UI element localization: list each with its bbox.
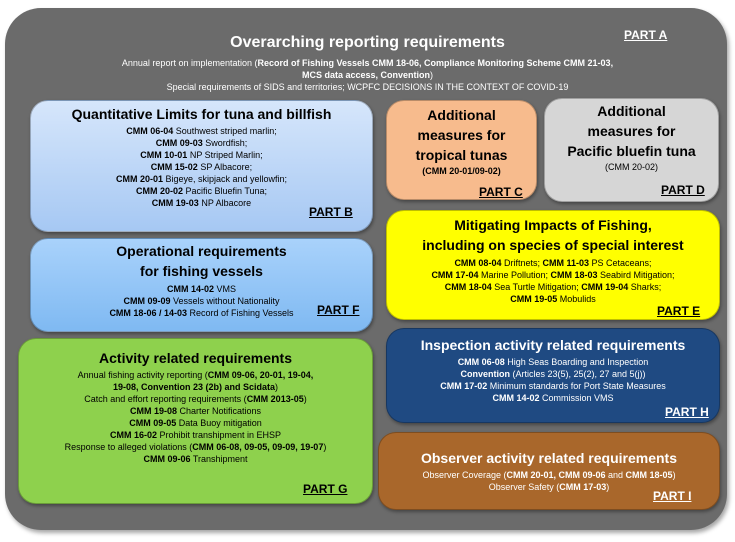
part-e-line-1: CMM 08-04 Driftnets; CMM 11-03 PS Cetace… [454, 258, 652, 268]
part-b-line: CMM 09-03 Swordfish; [31, 137, 372, 149]
part-c-box: Additional measures for tropical tunas (… [386, 100, 537, 200]
part-b-code: CMM 19-03 [151, 198, 199, 208]
part-g-line-6: CMM 16-02 Prohibit transhipment in EHSP [109, 430, 282, 440]
part-b-desc: NP Striped Marlin; [187, 150, 263, 160]
part-f-title-1: Operational requirements [116, 243, 287, 259]
part-g-line-1: Annual fishing activity reporting (CMM 0… [77, 370, 314, 380]
part-f-line: CMM 14-02 VMS [31, 283, 372, 295]
part-d-title-2: measures for [587, 123, 676, 139]
part-e-title-2: including on species of special interest [422, 237, 684, 253]
part-d-subtitle: (CMM 20-02) [604, 162, 658, 172]
part-h-line-4: CMM 14-02 Commission VMS [492, 393, 614, 403]
part-b-code: CMM 06-04 [126, 126, 174, 136]
part-d-title-3: Pacific bluefin tuna [567, 143, 696, 159]
part-f-code: CMM 18-06 / 14-03 [109, 308, 187, 318]
part-f-desc: Record of Fishing Vessels [186, 308, 294, 318]
part-c-title-1: Additional [427, 107, 496, 123]
part-f-line: CMM 18-06 / 14-03 Record of Fishing Vess… [31, 307, 372, 319]
part-c-label: PART C [479, 185, 523, 199]
part-i-title: Observer activity related requirements [420, 450, 677, 466]
part-a-label: PART A [624, 28, 668, 42]
part-b-code: CMM 09-03 [155, 138, 203, 148]
overarching-line-1: Annual report on implementation (Record … [121, 58, 614, 68]
part-e-line-2: CMM 17-04 Marine Pollution; CMM 18-03 Se… [431, 270, 675, 280]
part-b-title: Quantitative Limits for tuna and billfis… [71, 106, 332, 122]
part-f-code: CMM 14-02 [166, 284, 214, 294]
part-b-code: CMM 20-01 [115, 174, 163, 184]
part-b-line: CMM 19-03 NP Albacore [31, 197, 372, 209]
part-f-line: CMM 09-09 Vessels without Nationality [31, 295, 372, 307]
part-g-line-4: CMM 19-08 Charter Notifications [129, 406, 262, 416]
part-h-label: PART H [665, 405, 709, 419]
part-d-label: PART D [661, 183, 705, 197]
part-i-box: Observer activity related requirements O… [378, 432, 720, 510]
part-b-box: Quantitative Limits for tuna and billfis… [30, 100, 373, 232]
part-e-list: CMM 08-04 Driftnets; CMM 11-03 PS Cetace… [387, 257, 719, 305]
part-f-box: Operational requirements for fishing ves… [30, 238, 373, 332]
part-e-line-4: CMM 19-05 Mobulids [510, 294, 596, 304]
part-h-line-2: Convention (Articles 23(5), 25(2), 27 an… [460, 369, 646, 379]
part-i-label: PART I [653, 489, 692, 503]
part-b-label: PART B [309, 205, 353, 219]
part-b-code: CMM 20-02 [135, 186, 183, 196]
part-g-line-3: Catch and effort reporting requirements … [84, 394, 307, 404]
part-g-label: PART G [303, 482, 348, 496]
part-b-desc: Swordfish; [202, 138, 248, 148]
part-h-list: CMM 06-08 High Seas Boarding and Inspect… [387, 356, 719, 404]
part-e-line-3: CMM 18-04 Sea Turtle Mitigation; CMM 19-… [444, 282, 662, 292]
part-d-box: Additional measures for Pacific bluefin … [544, 98, 719, 202]
part-e-box: Mitigating Impacts of Fishing, including… [386, 210, 720, 320]
part-e-label: PART E [657, 304, 701, 318]
part-b-line: CMM 06-04 Southwest striped marlin; [31, 125, 372, 137]
part-b-line: CMM 15-02 SP Albacore; [31, 161, 372, 173]
part-f-desc: VMS [214, 284, 237, 294]
part-g-list: Annual fishing activity reporting (CMM 0… [19, 369, 372, 465]
part-i-line-2: Observer Safety (CMM 17-03) [488, 482, 610, 492]
part-f-label: PART F [317, 303, 360, 317]
part-g-line-2: 19-08, Convention 23 (2b) and Scidata) [112, 382, 279, 392]
part-f-code: CMM 09-09 [123, 296, 171, 306]
part-c-subtitle: (CMM 20-01/09-02) [422, 166, 501, 176]
overarching-line-2: MCS data access, Convention) [301, 70, 434, 80]
part-h-line-3: CMM 17-02 Minimum standards for Port Sta… [440, 381, 666, 391]
part-f-desc: Vessels without Nationality [170, 296, 280, 306]
part-b-desc: SP Albacore; [197, 162, 253, 172]
part-g-title: Activity related requirements [99, 350, 292, 366]
part-g-line-7: Response to alleged violations (CMM 06-0… [64, 442, 327, 452]
part-c-title-2: measures for [417, 127, 506, 143]
part-b-line: CMM 20-01 Bigeye, skipjack and yellowfin… [31, 173, 372, 185]
part-g-line-5: CMM 09-05 Data Buoy mitigation [129, 418, 262, 428]
part-h-title: Inspection activity related requirements [420, 337, 686, 353]
part-i-line-1: Observer Coverage (CMM 20-01, CMM 09-06 … [422, 470, 676, 480]
part-e-title-1: Mitigating Impacts of Fishing, [454, 217, 652, 233]
part-b-desc: Bigeye, skipjack and yellowfin; [162, 174, 288, 184]
part-b-desc: Pacific Bluefin Tuna; [182, 186, 268, 196]
part-h-line-1: CMM 06-08 High Seas Boarding and Inspect… [457, 357, 649, 367]
overarching-title: Overarching reporting requirements [230, 34, 505, 51]
part-d-title-1: Additional [597, 103, 666, 119]
part-i-list: Observer Coverage (CMM 20-01, CMM 09-06 … [379, 469, 719, 493]
part-g-box: Activity related requirements Annual fis… [18, 338, 373, 504]
part-b-line: CMM 20-02 Pacific Bluefin Tuna; [31, 185, 372, 197]
part-b-desc: Southwest striped marlin; [173, 126, 277, 136]
part-b-code: CMM 10-01 [140, 150, 188, 160]
part-f-title-2: for fishing vessels [140, 263, 263, 279]
part-b-line: CMM 10-01 NP Striped Marlin; [31, 149, 372, 161]
part-h-box: Inspection activity related requirements… [386, 328, 720, 423]
part-c-title-3: tropical tunas [415, 147, 508, 163]
part-b-code: CMM 15-02 [150, 162, 198, 172]
overarching-line-3: Special requirements of SIDS and territo… [166, 82, 569, 92]
part-g-line-8: CMM 09-06 Transhipment [143, 454, 248, 464]
part-b-desc: NP Albacore [198, 198, 252, 208]
part-b-list: CMM 06-04 Southwest striped marlin;CMM 0… [31, 125, 372, 209]
